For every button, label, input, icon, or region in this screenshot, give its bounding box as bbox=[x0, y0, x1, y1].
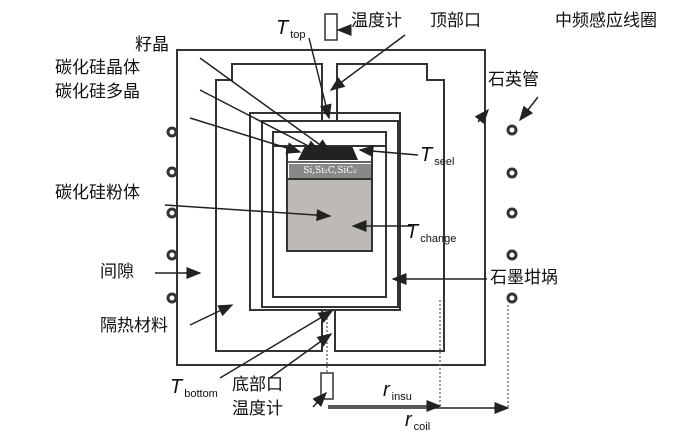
label-thermometer-top: 温度计 bbox=[351, 11, 402, 31]
label-sic-poly: 碳化硅多晶 bbox=[55, 82, 140, 102]
label-sic-crystal: 碳化硅晶体 bbox=[55, 58, 140, 78]
leader-arrows bbox=[155, 24, 539, 414]
sic-powder bbox=[286, 178, 373, 252]
coil-turns bbox=[166, 124, 518, 304]
label-mf-coil: 中频感应线圈 bbox=[555, 11, 657, 31]
label-insulation: 隔热材料 bbox=[100, 316, 168, 336]
label-graphite-crucible: 石墨坩埚 bbox=[490, 268, 558, 288]
label-top-port: 顶部口 bbox=[430, 11, 481, 31]
insulation-left bbox=[215, 63, 323, 352]
label-bottom-port: 底部口 bbox=[232, 375, 283, 395]
bottom-thermometer bbox=[320, 372, 334, 400]
label-thermometer-bottom: 温度计 bbox=[232, 399, 283, 419]
label-quartz-tube: 石英管 bbox=[488, 70, 539, 90]
top-thermometer bbox=[324, 13, 338, 41]
label-vapor-species: Si,Si₂C,SiC₂ bbox=[289, 164, 371, 178]
crucible-outer bbox=[261, 120, 399, 308]
crucible-inner bbox=[272, 131, 387, 298]
label-sic-powder: 碳化硅粉体 bbox=[55, 183, 140, 203]
seed-crystal bbox=[298, 146, 358, 160]
label-gap: 间隙 bbox=[100, 262, 134, 282]
quartz-tube bbox=[176, 49, 486, 366]
insulation-right bbox=[334, 63, 445, 352]
label-seed: 籽晶 bbox=[135, 35, 169, 55]
